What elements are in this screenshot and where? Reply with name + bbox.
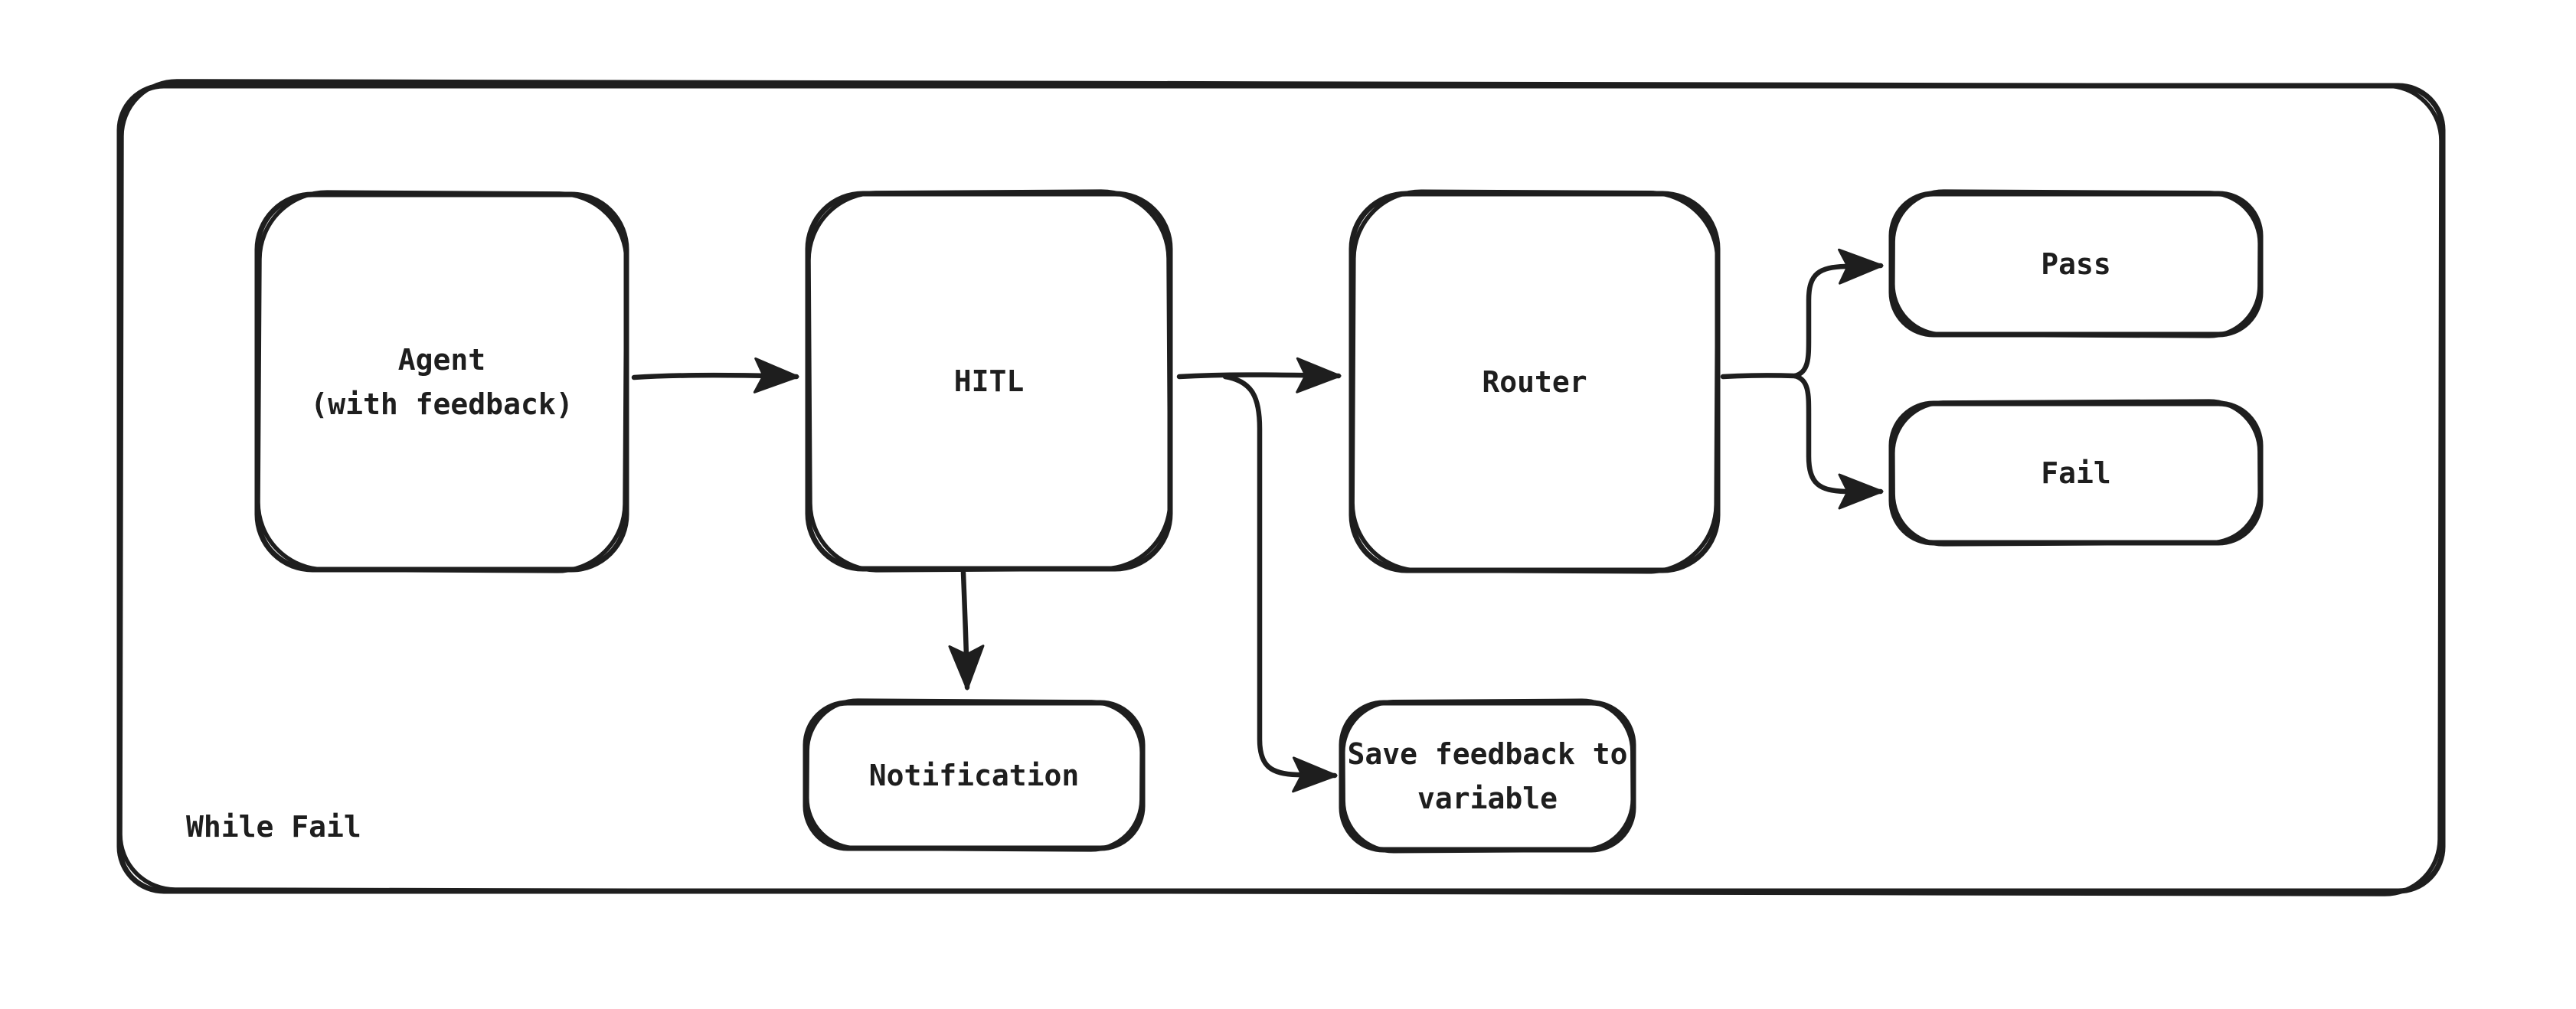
notification-node-box: [803, 700, 1146, 851]
hitl-node-box: [805, 191, 1173, 572]
fail-node-box-sketch-overlay: [1891, 399, 2262, 547]
router-node-box-sketch-overlay: [1350, 189, 1720, 574]
router-node-box: [1348, 191, 1721, 573]
agent-node-box-sketch-overlay: [256, 190, 629, 573]
pass-node-box-sketch-overlay: [1891, 189, 2262, 338]
fail-node-box: [1888, 400, 2264, 546]
edge-router-fork-stub: [1720, 373, 1798, 380]
edge-hitl-to-router-arrow: [1176, 357, 1342, 393]
edge-router-to-fail-arrow: [1792, 373, 1884, 510]
agent-node-box: [254, 191, 629, 573]
edge-router-to-pass-arrow: [1792, 248, 1884, 379]
while-fail-frame-sketch-overlay: [118, 79, 2444, 896]
edge-agent-to-hitl-arrow: [631, 357, 799, 393]
pass-node-box: [1888, 191, 2264, 338]
notification-node-box-sketch-overlay: [805, 698, 1144, 852]
edge-hitl-to-save-feedback-arrow: [1222, 374, 1338, 793]
while-fail-frame-label: While Fail: [186, 810, 361, 844]
save-feedback-node-box-sketch-overlay: [1341, 698, 1635, 854]
hitl-node-box-sketch-overlay: [806, 189, 1172, 573]
save-feedback-node-box: [1339, 700, 1636, 853]
edge-hitl-to-notification-arrow: [948, 570, 985, 691]
